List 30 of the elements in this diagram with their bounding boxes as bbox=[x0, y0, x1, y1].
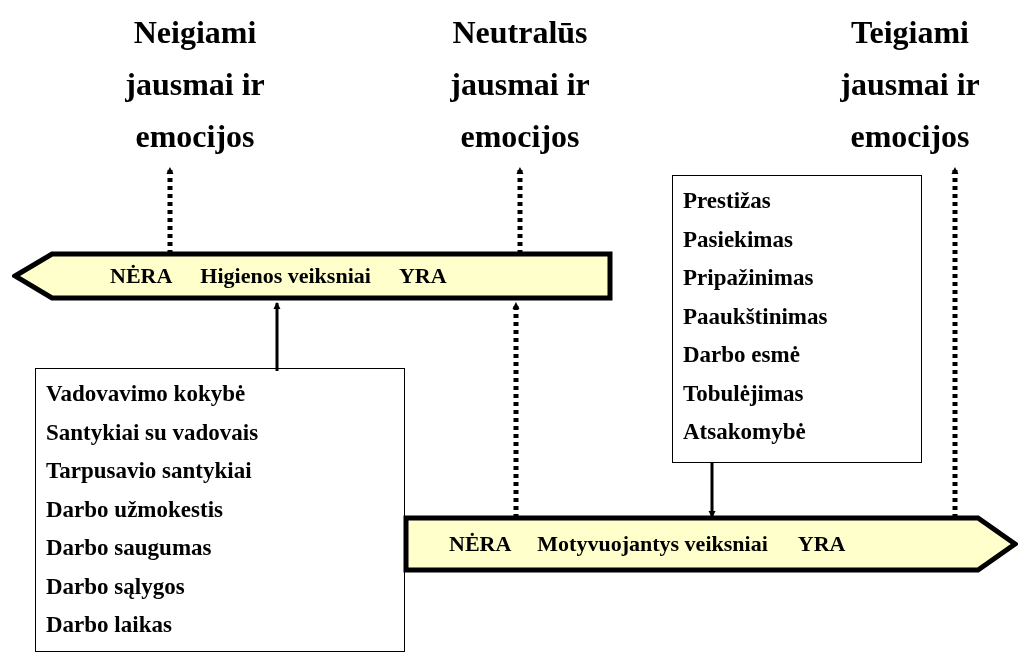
factor-item: Pripažinimas bbox=[683, 264, 815, 292]
arrow bbox=[951, 166, 959, 518]
factor-item: Santykiai su vadovais bbox=[46, 418, 260, 447]
factor-item: Pasiekimas bbox=[683, 225, 794, 254]
arrow bbox=[273, 301, 281, 371]
factor-item: Atsakomybė bbox=[683, 418, 807, 446]
band-label: Motyvuojantys veiksniai bbox=[537, 531, 768, 557]
factor-item: Prestižas bbox=[683, 187, 772, 215]
band-label: Higienos veiksniai bbox=[200, 263, 371, 289]
arrow bbox=[512, 301, 520, 518]
factor-item: Tarpusavio santykiai bbox=[46, 457, 253, 485]
factor-item: Darbo esmė bbox=[683, 341, 801, 369]
factor-item: Paaukštinimas bbox=[683, 302, 829, 331]
factor-item: Darbo sąlygos bbox=[46, 572, 186, 601]
band-end-label: YRA bbox=[398, 263, 447, 289]
factor-item: Darbo užmokestis bbox=[46, 495, 224, 524]
factor-item: Vadovavimo kokybė bbox=[46, 380, 247, 408]
heading: Neutralūs jausmai ir emocijos bbox=[415, 6, 625, 166]
factor-list-box bbox=[35, 368, 405, 652]
heading: Teigiami jausmai ir emocijos bbox=[810, 6, 1010, 166]
factor-item: Darbo laikas bbox=[46, 611, 173, 639]
arrow bbox=[516, 166, 524, 254]
band-end-label: NĖRA bbox=[449, 531, 512, 557]
factor-list-box bbox=[672, 175, 922, 463]
band-end-label: YRA bbox=[797, 531, 846, 557]
arrow bbox=[166, 166, 174, 254]
factor-item: Darbo saugumas bbox=[46, 534, 213, 562]
factor-item: Tobulėjimas bbox=[683, 379, 805, 408]
heading: Neigiami jausmai ir emocijos bbox=[95, 6, 295, 166]
band-end-label: NĖRA bbox=[110, 263, 173, 289]
